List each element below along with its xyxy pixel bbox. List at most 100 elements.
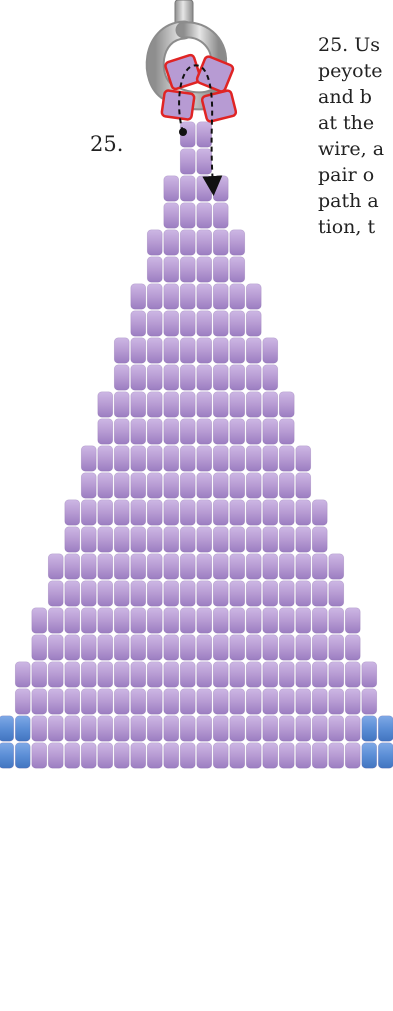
bead [213,689,228,714]
bead [180,500,195,525]
step-instructions: 25. Us peyote and b at the wire, a pair … [318,32,393,240]
bead [296,662,311,687]
bead [114,473,129,498]
bead [296,608,311,633]
bead [65,554,80,579]
bead [98,554,113,579]
bead [114,446,129,471]
bead [230,392,245,417]
bead [81,554,96,579]
bead [180,743,195,768]
bead [81,608,96,633]
bead [329,716,344,741]
bead [246,338,261,363]
bead [65,689,80,714]
bead [147,716,162,741]
bead [230,419,245,444]
bead [263,689,278,714]
bead [197,500,212,525]
bead [164,257,179,282]
bead [164,365,179,390]
bead [180,419,195,444]
bead [147,554,162,579]
bead [213,662,228,687]
bead [147,635,162,660]
bead [197,365,212,390]
bead [32,743,47,768]
bead [279,743,294,768]
bead [378,743,393,768]
bead [81,689,96,714]
bead [147,689,162,714]
bead [98,743,113,768]
bead [147,392,162,417]
bead [329,743,344,768]
bead [197,662,212,687]
bead [131,554,146,579]
bead [114,581,129,606]
bead [32,689,47,714]
bead [213,230,228,255]
bead [65,581,80,606]
bead [131,284,146,309]
bead [81,527,96,552]
bead [246,554,261,579]
bead [131,446,146,471]
bead [114,392,129,417]
bead [180,608,195,633]
bead [15,716,30,741]
bead [164,446,179,471]
bead [197,230,212,255]
bead [81,446,96,471]
bead [312,635,327,660]
bead [81,635,96,660]
bead [32,635,47,660]
step-number: 25. [90,132,123,156]
bead [296,500,311,525]
bead [296,581,311,606]
bead [98,608,113,633]
bead [114,365,129,390]
bead [180,230,195,255]
bead [213,554,228,579]
bead [230,230,245,255]
bead [213,581,228,606]
bead [230,527,245,552]
bead [180,716,195,741]
bead [131,716,146,741]
bead [246,662,261,687]
bead [345,635,360,660]
bead [345,743,360,768]
bead [263,554,278,579]
bead [263,500,278,525]
bead [263,662,278,687]
bead [263,473,278,498]
bead [197,176,212,201]
bead [279,662,294,687]
bead [246,446,261,471]
bead [147,500,162,525]
bead [213,311,228,336]
bead [279,392,294,417]
bead [98,446,113,471]
bead [48,635,63,660]
bead [213,608,228,633]
bead [15,743,30,768]
bead [65,527,80,552]
bead [164,581,179,606]
bead [197,554,212,579]
bead [65,500,80,525]
bead [213,500,228,525]
bead [329,662,344,687]
bead [147,662,162,687]
bead [98,662,113,687]
bead [279,716,294,741]
bead [312,500,327,525]
instruction-line: pair o [318,162,393,188]
bead [98,419,113,444]
bead [164,635,179,660]
bead [329,608,344,633]
bead [164,311,179,336]
bead [246,500,261,525]
